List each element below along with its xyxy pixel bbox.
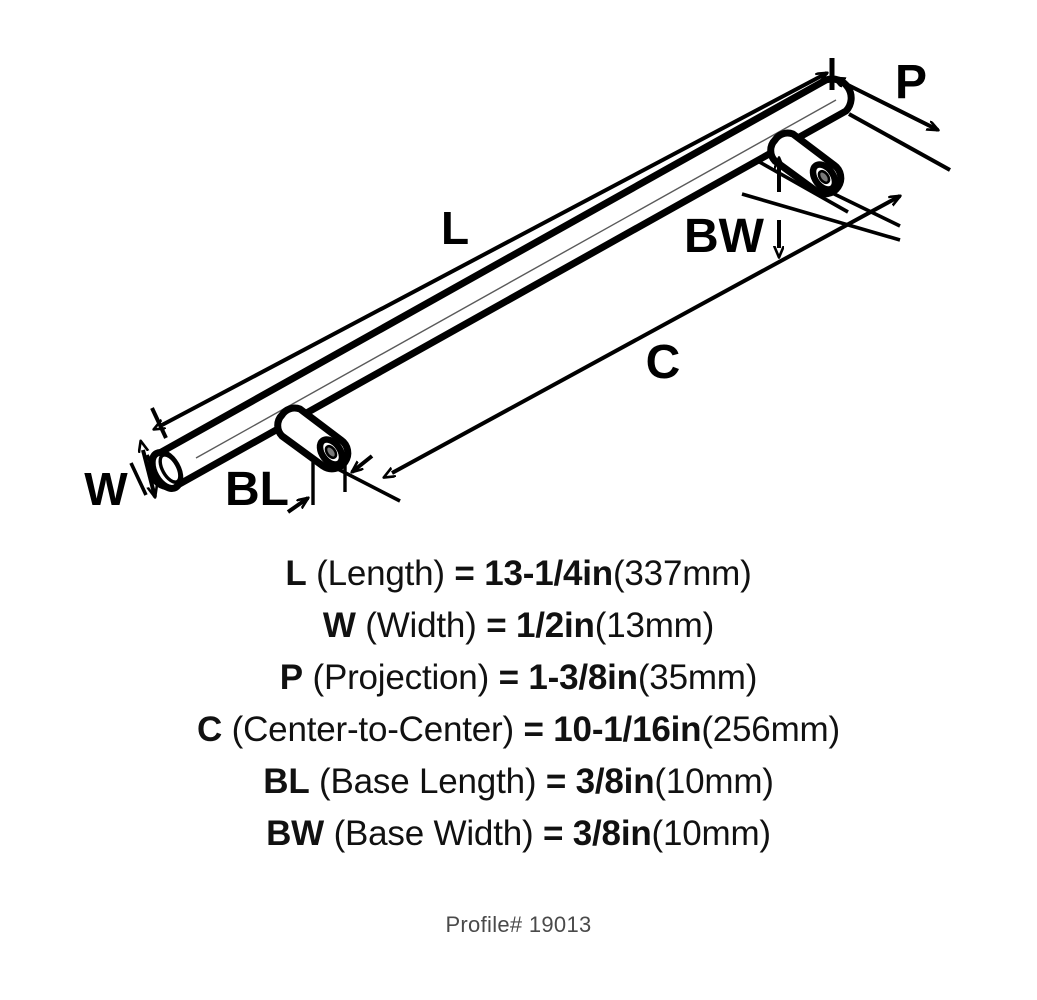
spec-metric-BL: (10mm) [654,762,774,801]
dimension-C-line [392,194,900,473]
spec-eq-L: = [454,554,475,593]
spec-row-BL: BL (Base Length) = 3/8in(10mm) [263,756,774,808]
spec-abbr-BL: BL [263,762,310,801]
spec-name-C: (Center-to-Center) [231,710,515,749]
spec-value-BW: 3/8in [572,814,652,853]
spec-name-BW: (Base Width) [333,814,534,853]
spec-name-W: (Width) [365,606,477,645]
spec-value-C: 10-1/16in [553,710,702,749]
spec-name-P: (Projection) [312,658,490,697]
spec-metric-BW: (10mm) [651,814,772,853]
spec-abbr-W: W [322,606,356,645]
spec-row-BW: BW (Base Width) = 3/8in(10mm) [266,808,771,860]
specification-list: L (Length) = 13-1/4in(337mm) W (Width) =… [0,548,1037,908]
spec-value-BL: 3/8in [575,762,655,801]
dimension-BL-label: BL [225,463,289,516]
spec-name-L: (Length) [316,554,445,593]
dimension-L-label: L [441,202,469,254]
spec-value-P: 1-3/8in [528,658,638,697]
spec-abbr-L: L [285,554,307,593]
spec-row-W: W (Width) = 1/2in(13mm) [323,600,714,652]
dimension-P-line [842,82,938,132]
spec-eq-C: = [523,710,544,749]
dimension-L-tick-left [150,407,168,439]
dimension-P-label: P [895,56,927,109]
profile-number: Profile# 19013 [445,912,592,937]
spec-row-L: L (Length) = 13-1/4in(337mm) [285,548,751,600]
dimension-BW-label: BW [684,210,765,263]
spec-metric-L: (337mm) [612,554,752,593]
spec-abbr-C: C [197,710,223,749]
spec-eq-BW: = [542,814,564,853]
spec-metric-C: (256mm) [701,710,840,749]
spec-metric-W: (13mm) [594,606,715,645]
dimension-BL: BL [225,452,374,516]
spec-row-C: C (Center-to-Center) = 10-1/16in(256mm) [197,704,840,756]
dimension-C-label: C [646,336,681,389]
dimension-P: P [842,56,951,172]
dimension-BL-arrow-right [352,454,374,472]
spec-eq-P: = [498,658,519,697]
dimension-W-arrow [143,450,155,497]
spec-value-L: 13-1/4in [484,554,613,593]
spec-eq-BL: = [545,762,567,801]
spec-name-BL: (Base Length) [319,762,537,801]
dimension-C: C [331,188,901,503]
spec-metric-P: (35mm) [637,658,758,697]
spec-value-W: 1/2in [515,606,595,645]
spec-abbr-P: P [279,658,303,697]
dimension-P-reference-line [848,112,951,172]
product-drawing: L W P BW [84,56,951,516]
spec-abbr-BW: BW [266,814,325,853]
bar-pull-isometric-svg: L W P BW [84,56,951,516]
spec-row-P: P (Projection) = 1-3/8in(35mm) [279,652,758,704]
spec-eq-W: = [486,606,507,645]
dimension-W-label: W [84,463,128,515]
dimension-C-extension-right [825,188,901,228]
dimension-W: W [84,450,164,515]
bar-end-opening-inner [158,453,182,484]
dimension-BL-arrow-left [286,496,308,514]
left-post-screw-hole [324,444,338,460]
